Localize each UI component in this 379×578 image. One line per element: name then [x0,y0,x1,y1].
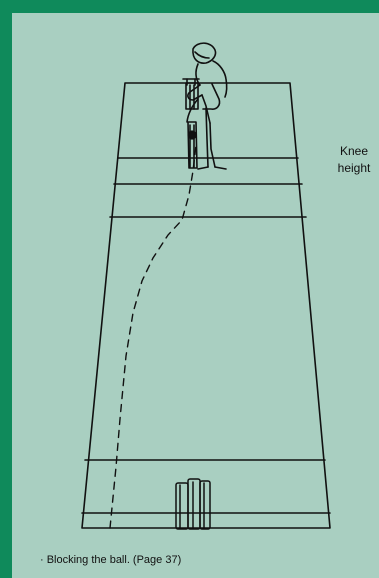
diagram-panel: Knee height · Blocking the ball. (Page 3… [12,13,379,578]
lower-stumps [175,478,211,530]
cricket-pitch-diagram [81,42,331,530]
knee-height-label: Knee height [337,144,371,175]
batter-illustration [182,42,228,170]
ball-icon [187,130,197,140]
bat-icon [187,121,198,169]
ball-path [109,144,197,529]
cap-icon [192,42,217,64]
figure-caption: · Blocking the ball. (Page 37) [40,554,182,566]
pitch-outline [81,82,331,529]
upper-stumps [185,82,199,110]
